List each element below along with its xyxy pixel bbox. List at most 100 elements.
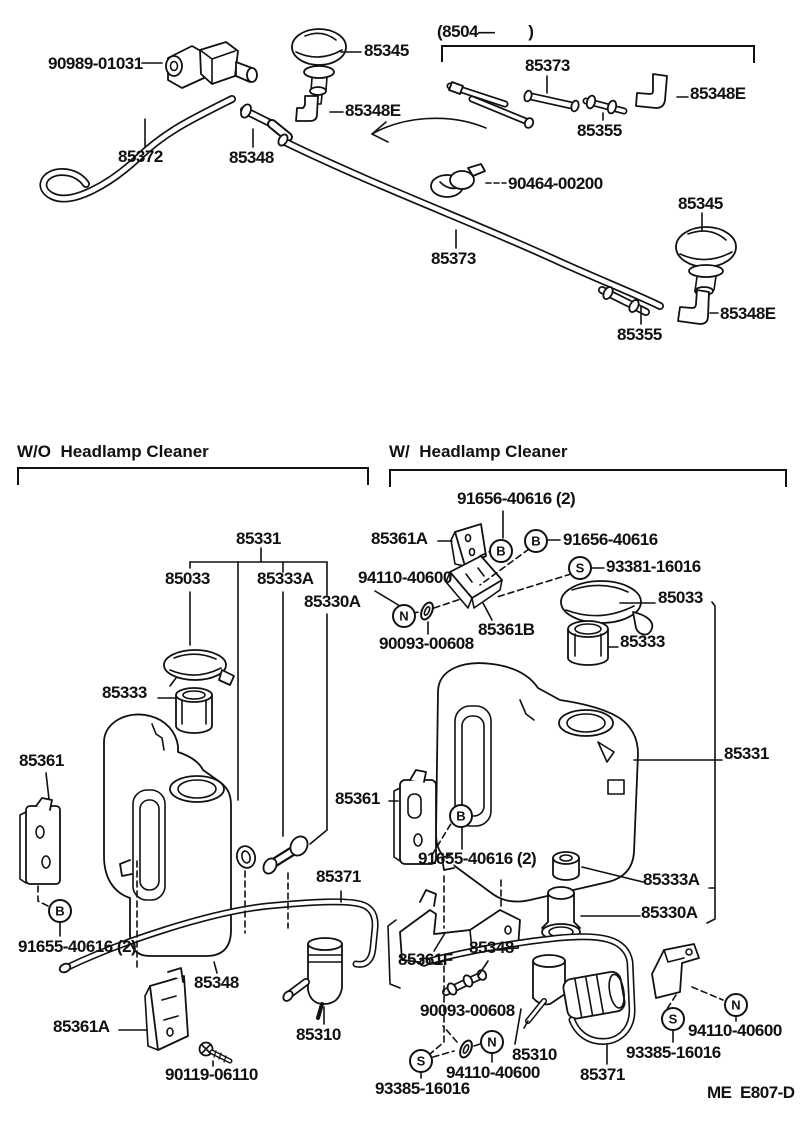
callout-w-filter: 85333 <box>620 632 665 651</box>
callout-w-bolt-91656-2: 91656-40616 (2) <box>457 489 576 508</box>
callout-w-pump: 85310 <box>512 1045 557 1064</box>
nut-marker-icon: N <box>724 993 748 1017</box>
callout-joint-85355-a: 85355 <box>577 121 622 140</box>
callout-hose-85373-a: 85373 <box>525 56 570 75</box>
callout-hose-85372: 85372 <box>118 147 163 166</box>
hose-85373-long-drawing <box>277 133 664 310</box>
callout-wo-filter: 85333 <box>102 683 147 702</box>
callout-w-washer-top: 90093-00608 <box>379 634 474 653</box>
screw-letter: S <box>669 1012 678 1027</box>
joint-85348-top-drawing <box>240 103 293 142</box>
callout-valve: 90989-01031 <box>48 54 143 73</box>
nut-marker-icon: N <box>392 604 416 628</box>
callout-wo-screw: 90119-06110 <box>165 1065 258 1084</box>
callout-w-bolt-91656: 91656-40616 <box>563 530 658 549</box>
callout-w-grommet: 85333A <box>643 870 700 889</box>
callout-elbow-top-right: 85348E <box>690 84 746 103</box>
bolt-marker-icon: B <box>489 539 513 563</box>
callout-wo-tank: 85331 <box>236 529 281 548</box>
callout-hose-85373-b: 85373 <box>431 249 476 268</box>
wo-grommet-drawing <box>235 845 257 869</box>
wo-tank-cap-drawing <box>163 649 235 687</box>
callout-clamp: 90464-00200 <box>508 174 603 193</box>
w-grommet-drawing <box>552 851 580 881</box>
nut-letter: N <box>487 1035 496 1050</box>
variant-hose-set-drawing <box>446 73 668 129</box>
washer-marker-icon <box>420 601 434 621</box>
screw-letter: S <box>417 1054 426 1069</box>
bolt-letter: B <box>531 534 540 549</box>
callout-w-screw-bottom-left: 93385-16016 <box>375 1079 470 1098</box>
nut-marker-icon: N <box>480 1030 504 1054</box>
wo-bracket-85361-drawing <box>19 797 61 885</box>
wo-washer-tank-drawing <box>103 713 232 957</box>
bolt-letter: B <box>496 544 505 559</box>
callout-w-bracket-f: 85361F <box>398 950 453 969</box>
washer-nozzle-right-drawing <box>675 226 737 312</box>
w-joint-85348-drawing <box>442 969 488 996</box>
callout-w-nut-top: 94110-40600 <box>358 568 452 587</box>
washer-nozzle-top-left-drawing <box>291 28 347 105</box>
callout-w-nut-bottom-left: 94110-40600 <box>446 1063 540 1082</box>
hose-85372-drawing <box>39 95 236 203</box>
callout-wo-bracket: 85361 <box>19 751 64 770</box>
callout-wo-bolt: 91655-40616 (2) <box>18 937 137 956</box>
elbow-hose-top-left-drawing <box>295 95 319 122</box>
screw-marker-icon: S <box>409 1049 433 1073</box>
callout-w-bracket-b: 85361B <box>478 620 535 639</box>
callout-wo-grommet: 85333A <box>257 569 314 588</box>
w-hose-85371-drawing <box>419 933 636 1045</box>
callout-wo-bracket-a: 85361A <box>53 1017 110 1036</box>
direction-arrow-icon <box>371 117 487 143</box>
callout-wo-hose: 85371 <box>316 867 361 886</box>
dashed-lines <box>37 182 724 1058</box>
callout-wo-joint-85348: 85348 <box>194 973 239 992</box>
bolt-marker-icon: B <box>524 529 548 553</box>
w-joint-drawing <box>541 886 581 941</box>
w-bracket-b-drawing <box>445 555 503 609</box>
nut-letter: N <box>731 998 740 1013</box>
leader-lines <box>17 45 787 1079</box>
w-tank-cap-drawing <box>560 580 654 636</box>
callout-elbow-top-left: 85348E <box>345 101 401 120</box>
section-header-w: W/ Headlamp Cleaner <box>389 442 568 461</box>
screw-marker-icon: S <box>568 556 592 580</box>
callout-wo-pump: 85310 <box>296 1025 341 1044</box>
callout-w-screw-93381: 93381-16016 <box>606 557 701 576</box>
callout-w-washer-bottom: 90093-00608 <box>420 1001 515 1020</box>
callout-nozzle-right: 85345 <box>678 194 723 213</box>
bolt-letter: B <box>456 809 465 824</box>
variant-bracket-label: (8504— ) <box>437 22 534 41</box>
wo-joint-drawing <box>262 835 309 875</box>
wo-screw-drawing <box>198 1041 233 1064</box>
wo-bracket-a-drawing <box>144 967 189 1051</box>
callout-joint-85348-top: 85348 <box>229 148 274 167</box>
w-edge-bracket-drawing <box>651 943 700 999</box>
callout-wo-joint: 85330A <box>304 592 361 611</box>
bolt-marker-icon: B <box>48 899 72 923</box>
clamp-drawing <box>430 163 486 198</box>
washer-marker-icon <box>459 1039 473 1059</box>
w-bracket-a-drawing <box>450 523 487 567</box>
section-header-wo: W/O Headlamp Cleaner <box>17 442 209 461</box>
joint-85355-lower-drawing <box>598 286 650 316</box>
callout-w-screw-bottom-right: 93385-16016 <box>626 1043 721 1062</box>
screw-marker-icon: S <box>661 1007 685 1031</box>
w-bracket-85361-drawing <box>393 769 437 865</box>
callout-w-joint-85348: 85348 <box>469 938 514 957</box>
callout-joint-85355-b: 85355 <box>617 325 662 344</box>
callout-w-bolt-91655: 91655-40616 (2) <box>418 849 537 868</box>
elbow-hose-right-drawing <box>677 289 710 325</box>
callout-wo-cap: 85033 <box>165 569 210 588</box>
callout-w-tank: 85331 <box>724 744 769 763</box>
callout-w-bracket: 85361 <box>335 789 380 808</box>
callout-nozzle-top-left: 85345 <box>364 41 409 60</box>
callout-w-nut-bottom-right: 94110-40600 <box>688 1021 782 1040</box>
nut-letter: N <box>399 609 408 624</box>
callout-w-cap: 85033 <box>658 588 703 607</box>
screw-letter: S <box>576 561 585 576</box>
w-tank-filter-drawing <box>567 620 609 666</box>
check-valve-drawing <box>165 41 258 89</box>
bolt-letter: B <box>55 904 64 919</box>
